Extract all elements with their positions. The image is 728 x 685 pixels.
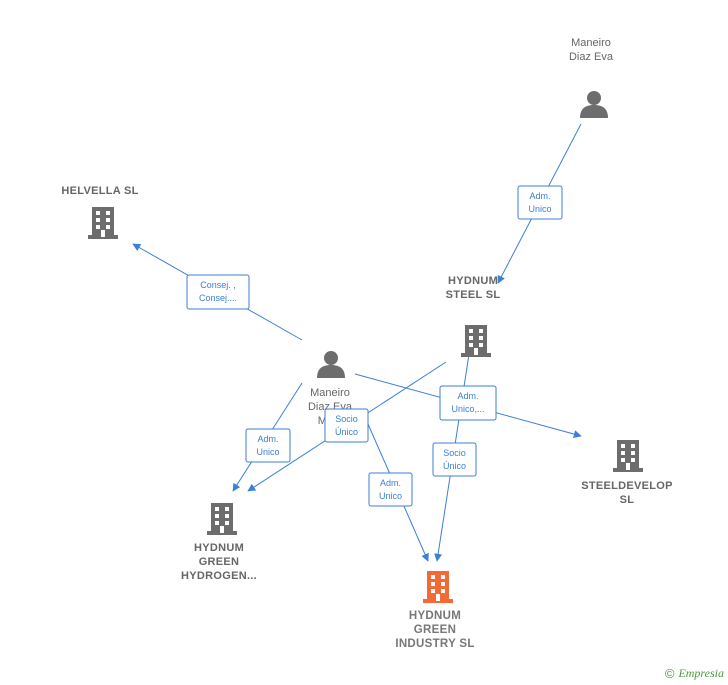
building-icon (461, 325, 491, 357)
edge-label-text: Unico (528, 204, 551, 214)
edge-label-text: Adm. (457, 391, 478, 401)
edge-label-text: Adm. (380, 478, 401, 488)
edge-label-maneiro-mid-to-hydnum-hydrogen[interactable]: Adm. Unico (245, 428, 291, 463)
node-label: GREEN (414, 624, 456, 636)
person-icon (580, 91, 608, 118)
edge-label-maneiro-mid-to-helvella[interactable]: Consej. , Consej.... (186, 274, 250, 310)
edge-label-text: Único (335, 427, 358, 437)
node-label: HELVELLA SL (61, 185, 138, 197)
edge-label-text: Unico (256, 447, 279, 457)
node-label: SL (620, 494, 635, 506)
edge-label-text: Unico,... (451, 404, 484, 414)
building-icon (88, 207, 118, 239)
building-icon (423, 571, 453, 603)
edge-label-box (517, 185, 563, 220)
node-label: Maneiro (310, 387, 350, 399)
node-label: Maneiro (571, 37, 611, 49)
person-icon (317, 351, 345, 378)
node-helvella[interactable]: HELVELLA SL (61, 185, 138, 239)
edge-label-text: Adm. (257, 434, 278, 444)
node-label: INDUSTRY SL (395, 638, 474, 650)
building-icon (207, 503, 237, 535)
edge-label-text: Unico (379, 491, 402, 501)
copyright-symbol: © (664, 666, 675, 681)
edge-label-box (324, 408, 369, 443)
edge-label-box (245, 428, 291, 463)
edge-label-text: Adm. (529, 191, 550, 201)
edges-layer (132, 123, 582, 562)
node-label: Diaz Eva (569, 51, 614, 63)
node-steeldevelop[interactable]: STEELDEVELOP SL (581, 440, 673, 506)
empresia-watermark: © Empresia (665, 666, 724, 681)
edge-label-text: Único (443, 461, 466, 471)
node-hydnum-steel[interactable]: HYDNUM STEEL SL (446, 275, 501, 357)
node-label: HYDNUM (448, 275, 498, 287)
edge-label-maneiro-mid-to-hydnum-industry[interactable]: Adm. Unico (368, 472, 413, 507)
edge-label-box (439, 385, 497, 421)
empresia-brand: Empresia (678, 666, 724, 680)
edge-label-text: Socio (443, 448, 466, 458)
edge-label-box (186, 274, 250, 310)
edge-label-maneiro-mid-to-steeldevelop[interactable]: Adm. Unico,... (439, 385, 497, 421)
node-label: STEEL SL (446, 289, 501, 301)
node-label: GREEN (199, 556, 240, 568)
edge-label-box (368, 472, 413, 507)
node-label: HYDNUM (409, 610, 461, 622)
edge-label-text: Consej.... (199, 293, 237, 303)
edge-label-box (432, 442, 477, 477)
edge-label-text: Consej. , (200, 280, 236, 290)
node-label: STEELDEVELOP (581, 480, 673, 492)
edge-label-maneiro-top-to-hydnum-steel[interactable]: Adm. Unico (517, 185, 563, 220)
edge-label-text: Socio (335, 414, 358, 424)
node-hydnum-industry[interactable]: HYDNUM GREEN INDUSTRY SL (395, 571, 474, 650)
node-hydnum-hydrogen[interactable]: HYDNUM GREEN HYDROGEN... (181, 503, 257, 582)
node-label: HYDNUM (194, 542, 244, 554)
node-label: HYDROGEN... (181, 570, 257, 582)
building-icon (613, 440, 643, 472)
